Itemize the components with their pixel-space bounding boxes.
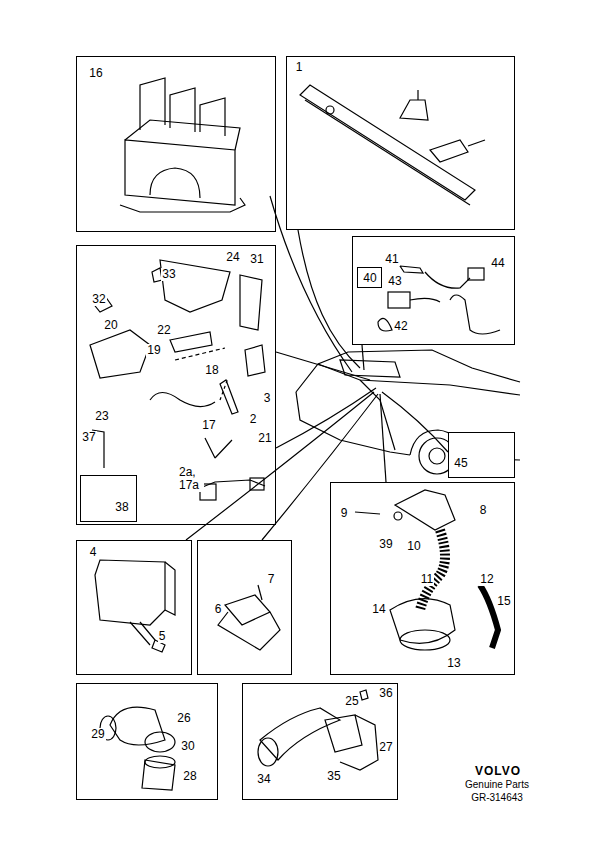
callout-number: 9 [340, 507, 349, 520]
callout-number: 1 [295, 61, 304, 74]
callout-number: 43 [387, 275, 402, 288]
callout-number: 16 [88, 67, 103, 80]
callout-number: 41 [384, 253, 399, 266]
parts-panel: 41 43 44 42 40 [352, 236, 515, 345]
callout-number: 19 [146, 344, 161, 357]
callout-number: 6 [214, 603, 223, 616]
callout-number: 33 [161, 268, 176, 281]
callout-number: 5 [158, 630, 167, 643]
callout-number: 25 [344, 695, 359, 708]
callout-number: 32 [91, 293, 106, 306]
callout-number: 40 [362, 272, 377, 285]
parts-panel: 26 29 30 28 [76, 683, 218, 800]
callout-number: 34 [256, 773, 271, 786]
callout-number: 35 [326, 770, 341, 783]
parts-panel: 9 8 39 10 11 12 14 15 13 [330, 482, 515, 675]
footer-label: Genuine Parts [465, 779, 529, 790]
callout-number: 18 [204, 364, 219, 377]
callout-number: 14 [371, 603, 386, 616]
callout-number: 42 [393, 320, 408, 333]
callout-number: 36 [378, 687, 393, 700]
callout-number: 10 [406, 540, 421, 553]
parts-panel: 76 [197, 540, 292, 675]
callout-number: 15 [496, 595, 511, 608]
callout-number: 30 [180, 740, 195, 753]
callout-number: 37 [81, 431, 96, 444]
callout-number: 8 [479, 504, 488, 517]
callout-number: 38 [114, 501, 129, 514]
brand-logo: VOLVO [475, 764, 521, 778]
callout-number: 24 [225, 251, 240, 264]
callout-number: 39 [378, 538, 393, 551]
callout-number: 2a, 17a [178, 466, 204, 492]
callout-number: 23 [94, 410, 109, 423]
callout-box: 38 [80, 475, 137, 522]
footer-label: GR-314643 [471, 792, 523, 803]
callout-number: 12 [479, 573, 494, 586]
callout-number: 26 [176, 712, 191, 725]
callout-box: 40 [357, 267, 382, 288]
callout-number: 4 [89, 546, 98, 559]
callout-number: 2 [249, 413, 258, 426]
callout-number: 22 [156, 324, 171, 337]
callout-number: 7 [267, 573, 276, 586]
parts-panel: 24 31 32 33 20 22 19 18 3 23 17 2 21 37 2a, 17a 38 [76, 245, 276, 525]
callout-number: 31 [249, 253, 264, 266]
callout-number: 28 [182, 770, 197, 783]
callout-number: 29 [90, 728, 105, 741]
parts-panel: 16 [76, 56, 276, 232]
callout-number: 45 [453, 457, 468, 470]
parts-panel: 36 25 27 34 35 [242, 683, 398, 800]
callout-number: 3 [263, 392, 272, 405]
callout-number: 27 [378, 741, 393, 754]
parts-panel: 45 [76, 540, 192, 675]
callout-number: 13 [446, 657, 461, 670]
callout-number: 20 [103, 319, 118, 332]
parts-panel: 1 [286, 56, 515, 230]
callout-number: 17 [201, 419, 216, 432]
callout-number: 44 [490, 257, 505, 270]
callout-number: 21 [257, 432, 272, 445]
callout-box: 45 [448, 432, 515, 478]
callout-number: 11 [420, 573, 434, 586]
